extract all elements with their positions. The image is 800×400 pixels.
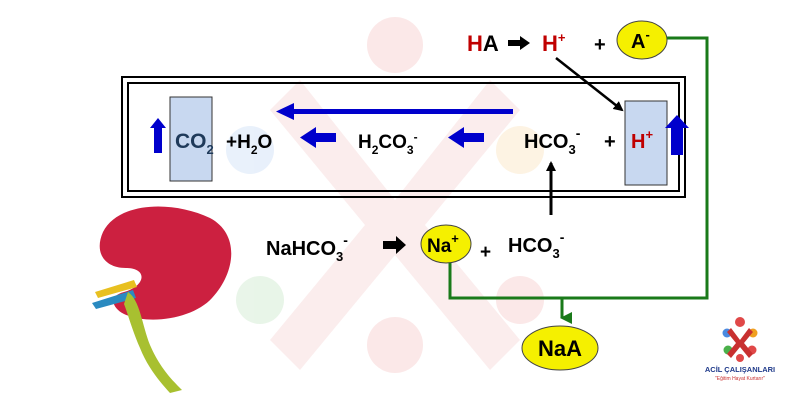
proton-box-sup: + — [645, 127, 653, 142]
acid-h-label: H — [467, 31, 483, 56]
acid-a-label: A — [483, 31, 499, 56]
svg-text:H+: H+ — [631, 127, 653, 153]
bicarb-sub: 3 — [568, 142, 575, 157]
sodium-connector-line — [448, 263, 572, 324]
anion-connector-line — [562, 36, 709, 300]
co2-label: CO — [175, 130, 207, 153]
svg-text:NaHCO3-: NaHCO3- — [266, 232, 348, 264]
dissociation-arrow-shape — [508, 36, 530, 50]
co2-box — [169, 96, 213, 182]
proton-top-label: H — [542, 31, 558, 56]
sodium-ellipse — [420, 224, 472, 264]
logo-tagline: "Eğitim Hayat Kurtarır" — [715, 376, 765, 382]
lower-bicarb-sup: - — [560, 229, 565, 245]
nahco3-label: NaHCO — [266, 238, 336, 260]
carbonic-co-sub: 3 — [407, 143, 414, 157]
co2-up-arrow-icon — [150, 118, 166, 153]
carbonic-sup: - — [414, 130, 418, 144]
proton-transfer-arrow — [555, 57, 624, 112]
anion-label: A — [631, 31, 645, 53]
h2o-o-label: O — [258, 132, 273, 153]
sodium-sup: + — [451, 231, 459, 246]
h2o-h-label: +H — [226, 132, 251, 153]
nahco3-sub: 3 — [336, 249, 343, 264]
sodium-plus: + — [480, 242, 491, 263]
bicarb-sup: - — [576, 125, 581, 141]
proton-top-sup: + — [558, 30, 566, 45]
buffer-plus: + — [604, 131, 616, 153]
carbonic-h-sub: 2 — [372, 143, 379, 157]
naa-ellipse — [521, 325, 599, 371]
svg-text:CO2: CO2 — [175, 130, 214, 157]
svg-text:Na+: Na+ — [427, 231, 459, 257]
svg-text:A-: A- — [631, 27, 650, 53]
sodium-label: Na — [427, 236, 452, 257]
proton-up-arrow-icon — [665, 115, 689, 155]
dissociation-plus: + — [594, 34, 606, 56]
naa-label: NaA — [538, 336, 582, 361]
buffer-frame-outer — [121, 76, 686, 198]
lower-bicarb-label: HCO — [508, 235, 552, 257]
sodium-arrow-icon — [383, 236, 406, 254]
short-left-arrow-2-icon — [448, 127, 484, 148]
proton-box-label: H — [631, 131, 645, 153]
kidney-illustration — [92, 206, 232, 393]
svg-text:HCO3-: HCO3- — [524, 125, 581, 157]
long-left-arrow-icon — [276, 103, 513, 120]
svg-text:+H2O: +H2O — [226, 132, 272, 157]
bicarb-label: HCO — [524, 131, 568, 153]
h2o-sub: 2 — [251, 143, 258, 157]
proton-box — [624, 100, 668, 186]
svg-text:HA: HA — [467, 31, 499, 56]
carbonic-h-label: H — [358, 132, 372, 153]
anion-sup: - — [645, 27, 649, 42]
anion-ellipse — [616, 20, 668, 60]
svg-text:HCO3-: HCO3- — [508, 229, 565, 261]
logo-name: ACİL ÇALIŞANLARI — [705, 365, 775, 374]
nahco3-sup: - — [343, 232, 348, 248]
short-left-arrow-1-icon — [300, 127, 336, 148]
svg-text:H+: H+ — [542, 30, 566, 56]
watermark-logo — [226, 17, 544, 373]
lower-bicarb-sub: 3 — [552, 246, 559, 261]
co2-sub: 2 — [207, 142, 214, 157]
carbonic-co-label: CO — [378, 132, 407, 153]
svg-text:H2CO3-: H2CO3- — [358, 130, 418, 157]
logo-mark-icon — [722, 317, 758, 362]
